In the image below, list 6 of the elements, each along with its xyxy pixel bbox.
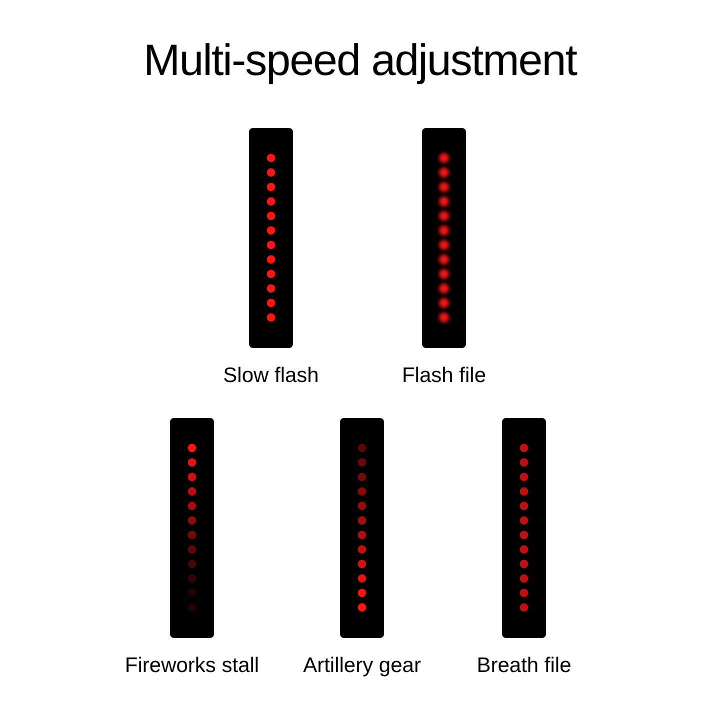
mode-caption: Flash file [400,364,488,388]
mode-caption: Breath file [476,654,572,678]
title: Multi-speed adjustment [142,36,578,86]
mode-caption: Slow flash [222,364,320,388]
mode-caption: Artillery gear [302,654,422,678]
mode-caption: Fireworks stall [124,654,260,678]
